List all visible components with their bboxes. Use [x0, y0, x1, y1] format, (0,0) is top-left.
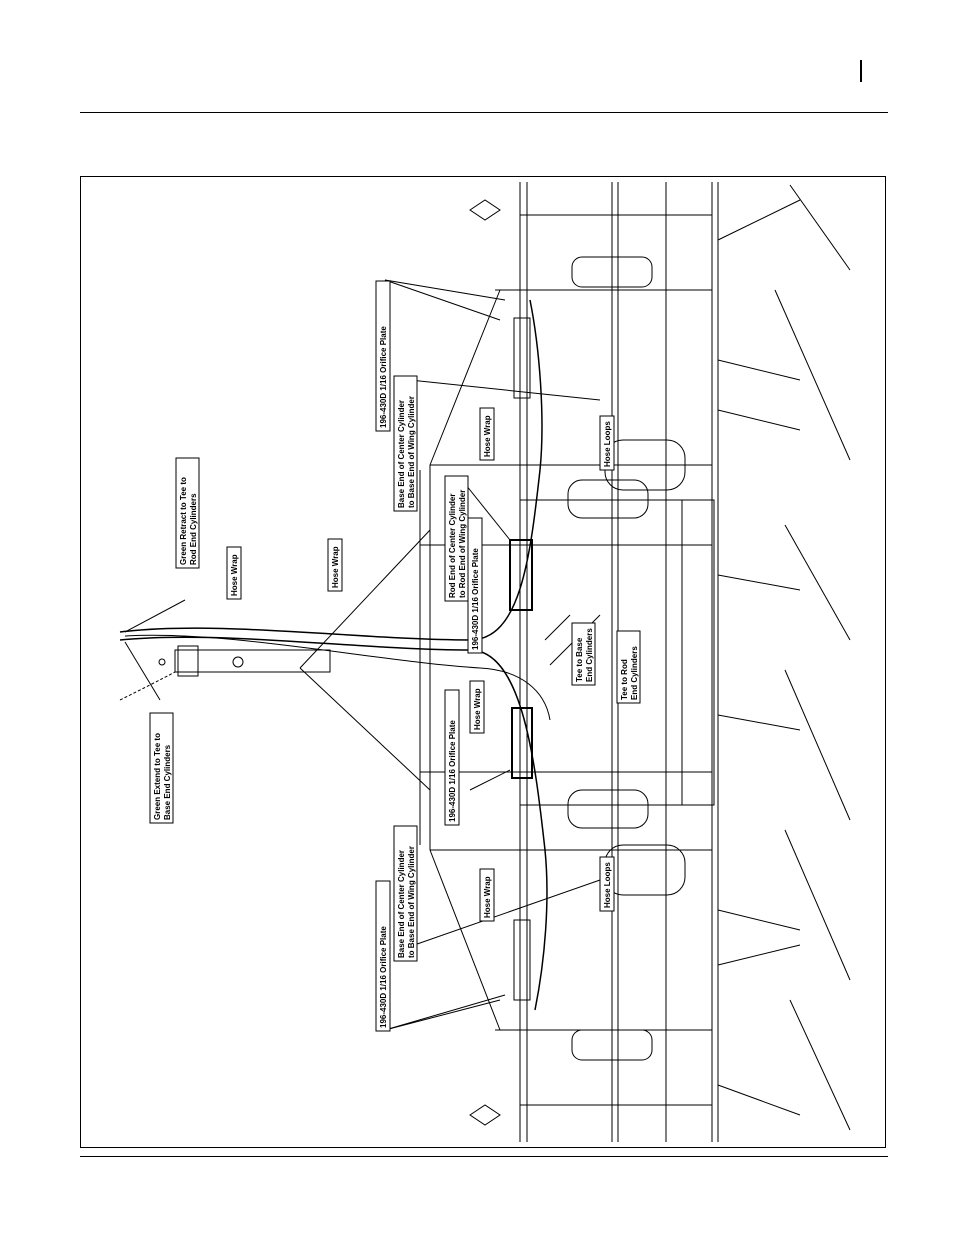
label-orifice-plate-text-2: 196-430D 1/16 Orifice Plate	[471, 548, 480, 650]
label-orifice-plate-4: 196-430D 1/16 Orifice Plate	[375, 880, 391, 1032]
label-green-extend-line2: Base End Cylinders	[163, 744, 172, 820]
label-hose-wrap-text-1: Hose Wrap	[230, 554, 239, 596]
label-tee-base-line1: Tee to Base	[575, 637, 584, 682]
label-green-extend: Green Extend to Tee to Base End Cylinder…	[149, 712, 174, 824]
label-tee-rod: Tee to Rod End Cylinders	[616, 630, 641, 704]
label-orifice-plate-text-1: 196-430D 1/16 Orifice Plate	[379, 326, 388, 428]
label-green-retract-line1: Green Retract to Tee to	[179, 477, 188, 565]
label-hose-wrap-5: Hose Wrap	[479, 868, 495, 922]
label-green-extend-line1: Green Extend to Tee to	[153, 733, 162, 820]
label-tee-rod-line2: End Cylinders	[630, 646, 639, 700]
label-orifice-plate-2: 196-430D 1/16 Orifice Plate	[467, 517, 483, 654]
figure-frame	[80, 176, 886, 1148]
label-tee-rod-line1: Tee to Rod	[620, 659, 629, 700]
label-hose-wrap-4: Hose Wrap	[469, 680, 485, 734]
label-base-end-center-1-line1: Base End of Center Cylinder	[397, 400, 406, 508]
label-hose-wrap-2: Hose Wrap	[327, 538, 343, 592]
footer-rule	[80, 1156, 888, 1157]
label-hose-loops-2: Hose Loops	[599, 856, 615, 912]
label-tee-base: Tee to Base End Cylinders	[571, 622, 596, 686]
header-rule	[80, 112, 888, 113]
label-orifice-plate-1: 196-430D 1/16 Orifice Plate	[375, 280, 391, 432]
label-hose-wrap-text-4: Hose Wrap	[473, 688, 482, 730]
label-hose-loops-1: Hose Loops	[599, 415, 615, 471]
label-base-end-center-2-line1: Base End of Center Cylinder	[397, 850, 406, 958]
label-hose-wrap-text-5: Hose Wrap	[483, 876, 492, 918]
label-green-retract: Green Retract to Tee to Rod End Cylinder…	[175, 457, 200, 569]
label-hose-wrap-3: Hose Wrap	[479, 407, 495, 461]
label-hose-loops-text-1: Hose Loops	[603, 421, 612, 467]
label-orifice-plate-text-3: 196-430D 1/16 Orifice Plate	[448, 720, 457, 822]
label-rod-end-center-line1: Rod End of Center Cylinder	[448, 494, 457, 598]
label-hose-wrap-text-2: Hose Wrap	[331, 546, 340, 588]
page-number-marker	[860, 60, 862, 82]
label-orifice-plate-3: 196-430D 1/16 Orifice Plate	[444, 689, 460, 826]
label-rod-end-center-line2: to Rod End of Wing Cylinder	[458, 490, 467, 598]
label-orifice-plate-text-4: 196-430D 1/16 Orifice Plate	[379, 926, 388, 1028]
label-tee-base-line2: End Cylinders	[585, 628, 594, 682]
label-green-retract-line2: Rod End Cylinders	[189, 493, 198, 565]
label-hose-wrap-text-3: Hose Wrap	[483, 415, 492, 457]
label-base-end-center-1-line2: to Base End of Wing Cylinder	[407, 396, 416, 508]
label-hose-wrap-1: Hose Wrap	[226, 546, 242, 600]
label-hose-loops-text-2: Hose Loops	[603, 862, 612, 908]
label-base-end-center-2-line2: to Base End of Wing Cylinder	[407, 846, 416, 958]
label-rod-end-center: Rod End of Center Cylinder to Rod End of…	[444, 475, 469, 602]
label-base-end-center-1: Base End of Center Cylinder to Base End …	[393, 375, 418, 512]
label-base-end-center-2: Base End of Center Cylinder to Base End …	[393, 825, 418, 962]
